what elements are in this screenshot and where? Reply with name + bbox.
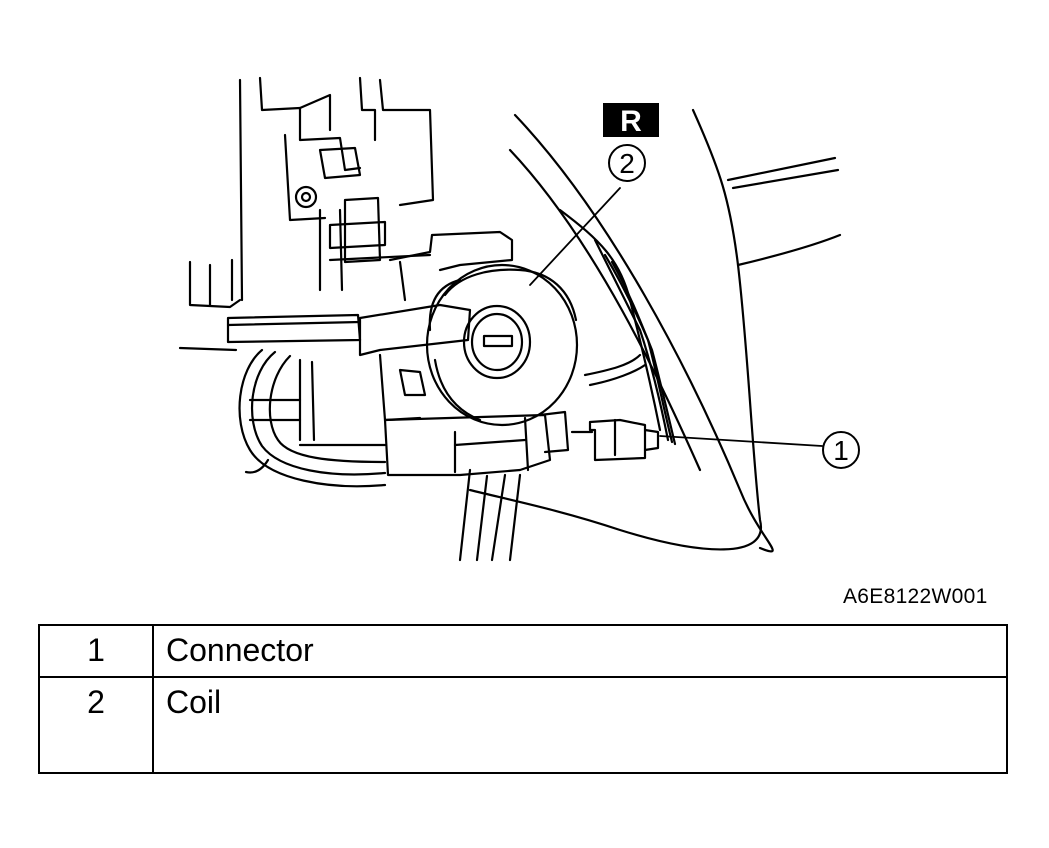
r-badge: R — [603, 103, 659, 138]
legend-number: 1 — [38, 624, 154, 678]
coil-connector-illustration: R 2 1 — [178, 76, 860, 562]
svg-text:R: R — [620, 105, 642, 138]
legend-row: 2 Coil — [38, 676, 1008, 774]
svg-text:1: 1 — [833, 435, 849, 466]
callout-1: 1 — [822, 431, 860, 469]
legend-row: 1 Connector — [38, 624, 1008, 678]
legend-table: 1 Connector 2 Coil — [38, 624, 1008, 774]
figure-code: A6E8122W001 — [843, 585, 988, 608]
svg-text:2: 2 — [619, 148, 635, 179]
legend-label: Coil — [152, 676, 1008, 774]
legend-number: 2 — [38, 676, 154, 774]
legend-label: Connector — [152, 624, 1008, 678]
callout-2: 2 — [608, 144, 646, 182]
